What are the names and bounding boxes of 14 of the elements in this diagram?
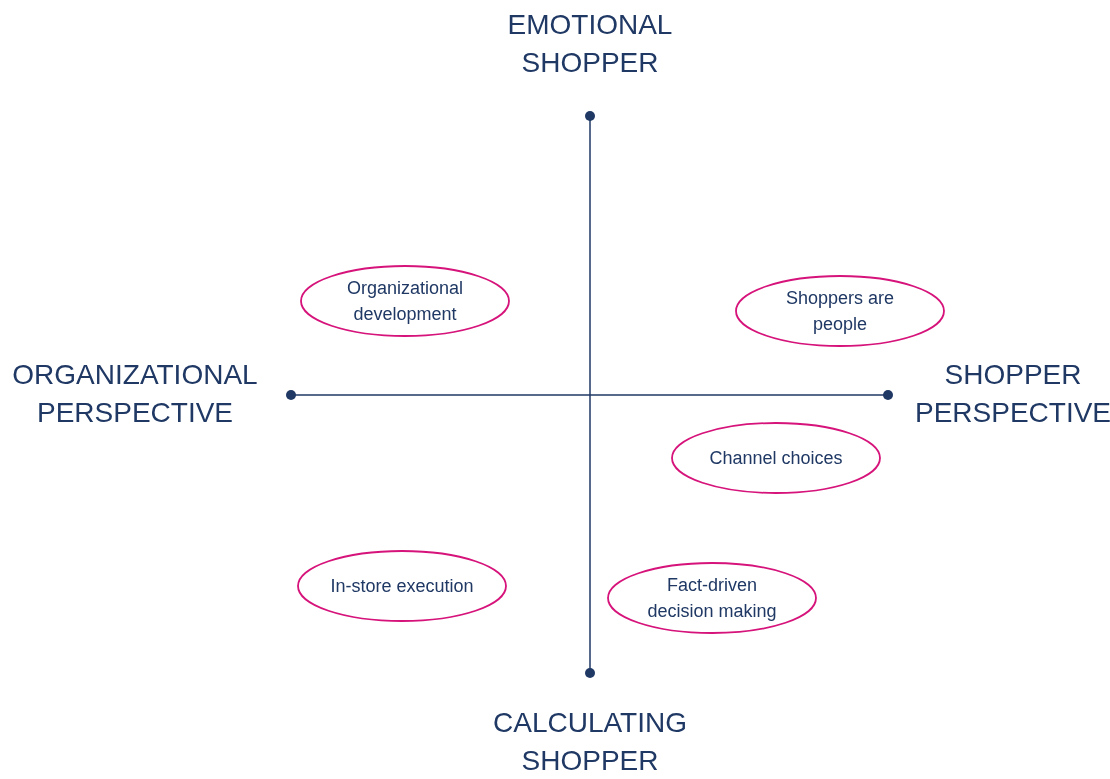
topic-ellipse bbox=[671, 422, 881, 494]
axis-label: CALCULATING SHOPPER bbox=[492, 706, 688, 778]
topic-label: In-store execution bbox=[330, 575, 474, 598]
axis-label: SHOPPER PERSPECTIVE bbox=[913, 358, 1110, 430]
topic-ellipse bbox=[300, 265, 510, 337]
topic-label: Organizational development bbox=[345, 277, 465, 326]
topic-label: Shoppers are people bbox=[784, 287, 896, 336]
topic-ellipse bbox=[297, 550, 507, 622]
topic-ellipse bbox=[735, 275, 945, 347]
topic-label: Fact-driven decision making bbox=[646, 574, 778, 623]
axis-label: ORGANIZATIONAL PERSPECTIVE bbox=[11, 358, 259, 430]
axis-label: EMOTIONAL SHOPPER bbox=[506, 8, 674, 80]
topic-ellipse bbox=[607, 562, 817, 634]
topic-label: Channel choices bbox=[709, 447, 843, 470]
